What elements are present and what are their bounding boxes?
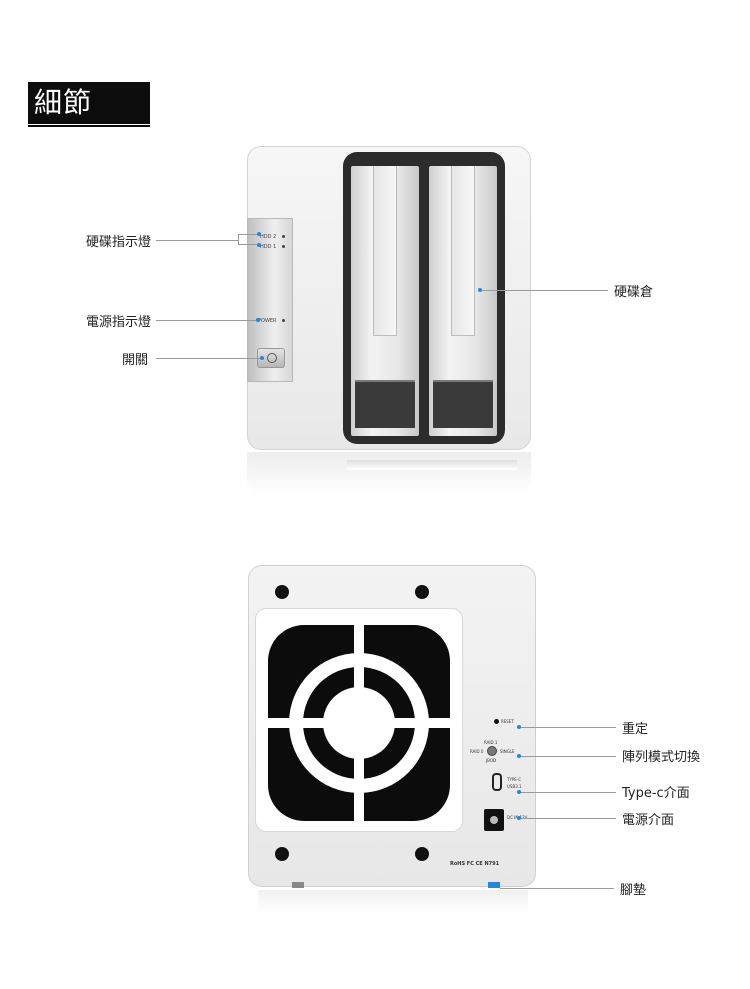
label-hdd-led: 硬碟指示燈 (86, 235, 152, 250)
section-title: 細節 (28, 82, 150, 124)
screw (275, 847, 289, 861)
screw (415, 847, 429, 861)
callout-dot-hdd1 (257, 243, 261, 247)
back-device-image: RESET RAID 1 RAID 0 SINGLE JBOD TYPE-C U… (248, 565, 536, 888)
drive-bay (343, 152, 505, 444)
hdd2-led (282, 235, 285, 238)
callout-line-drive-bay (482, 290, 608, 291)
drive-tray-1 (351, 166, 419, 436)
usb-marking: USB3.1 (507, 784, 522, 789)
callout-line-reset (520, 727, 616, 728)
callout-dot-power-port (517, 816, 521, 820)
hdd1-marking: HDD 1 (260, 244, 277, 250)
certifications-marking: RoHS FC CE N791 (450, 861, 500, 867)
front-reflection (247, 452, 531, 494)
power-led (282, 319, 285, 322)
callout-bracket-hdd (238, 234, 258, 245)
label-power-led: 電源指示燈 (86, 315, 152, 330)
rubber-foot (292, 882, 304, 888)
callout-line-power-led (156, 320, 256, 321)
label-reset: 重定 (622, 722, 649, 737)
screw (415, 585, 429, 599)
front-control-panel: HDD 2 HDD 1 POWER (247, 218, 293, 382)
power-switch (257, 348, 285, 368)
dc-power-port (484, 809, 504, 831)
callout-dot-power-led (256, 318, 260, 322)
label-feet: 腳墊 (620, 883, 647, 898)
rubber-foot-highlighted (488, 882, 500, 888)
label-switch: 開關 (122, 353, 149, 368)
front-device-image: HDD 2 HDD 1 POWER (247, 146, 531, 450)
jbod-marking: JBOD (486, 758, 497, 763)
callout-line-feet (500, 888, 614, 889)
callout-line-typec (520, 792, 616, 793)
callout-dot-raid-mode (517, 754, 521, 758)
hdd2-marking: HDD 2 (260, 234, 277, 240)
reset-marking: RESET (501, 719, 514, 724)
typec-marking: TYPE-C (507, 777, 522, 782)
callout-dot-switch (260, 356, 264, 360)
label-drive-bay: 硬碟倉 (614, 285, 654, 300)
drive-tray-2 (429, 166, 497, 436)
title-underline (28, 125, 150, 127)
callout-line-raid-mode (520, 756, 616, 757)
callout-dot-reset (517, 725, 521, 729)
typec-port (492, 773, 502, 791)
callout-dot-drive-bay (478, 288, 482, 292)
reset-hole (494, 719, 499, 724)
callout-line-switch (156, 358, 260, 359)
fan-grille (256, 609, 462, 831)
raid-selector-knob (487, 746, 497, 756)
callout-line-hdd-led (156, 240, 238, 241)
callout-dot-hdd2 (257, 232, 261, 236)
raid0-marking: RAID 0 (470, 749, 484, 754)
label-typec: Type-c介面 (622, 786, 690, 801)
label-raid-mode: 陣列模式切換 (622, 750, 701, 765)
hdd1-led (282, 245, 285, 248)
fan-icon (268, 625, 450, 821)
label-power-port: 電源介面 (622, 813, 675, 828)
screw (275, 585, 289, 599)
power-marking: POWER (258, 318, 277, 324)
back-reflection (258, 890, 528, 914)
callout-line-power-port (520, 818, 616, 819)
callout-dot-typec (517, 790, 521, 794)
single-marking: SINGLE (500, 749, 515, 754)
raid1-marking: RAID 1 (484, 740, 498, 745)
